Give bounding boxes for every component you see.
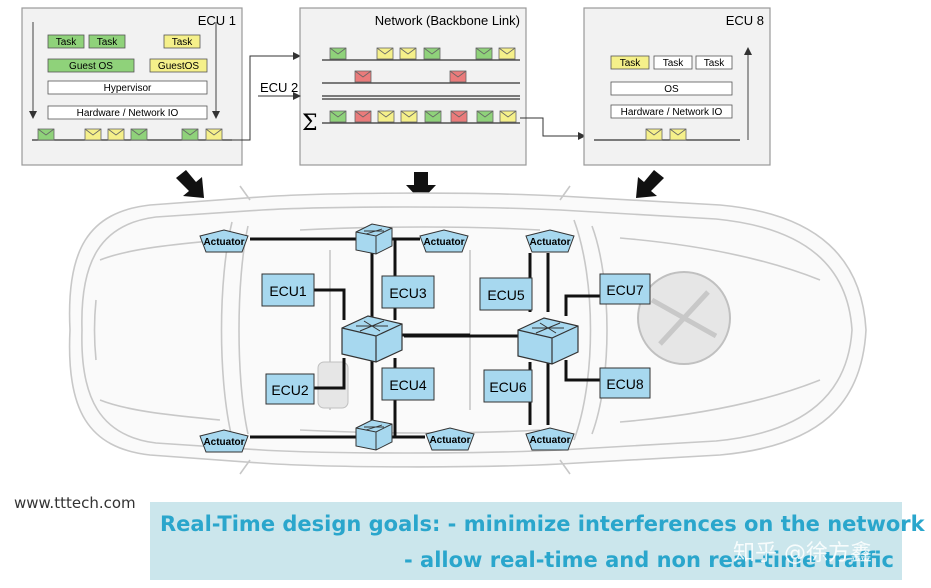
steering-wheel [637, 271, 731, 365]
switch-right-icon [517, 317, 579, 365]
ecu1-guest-os-2: GuestOS [158, 61, 199, 72]
down-arrow-icons [176, 170, 664, 201]
actuator-front-left: Actuator [203, 237, 244, 248]
actuator-front-right: Actuator [529, 237, 570, 248]
ecu8-hw-io: Hardware / Network IO [621, 107, 723, 118]
car-ecu7: ECU7 [606, 282, 644, 298]
arrow-down-left-icon [176, 170, 204, 198]
actuator-rear-left: Actuator [203, 437, 244, 448]
ecu8-title: ECU 8 [726, 13, 764, 28]
car-ecu5: ECU5 [487, 287, 525, 303]
car-ecu2: ECU2 [271, 382, 309, 398]
switch-top-icon [355, 223, 393, 255]
car-ecu8: ECU8 [606, 376, 644, 392]
ecu8-task-3: Task [704, 58, 726, 69]
ecu1-task-2: Task [97, 37, 119, 48]
car-ecu6: ECU6 [489, 379, 527, 395]
goals-banner: Real-Time design goals: - minimize inter… [150, 502, 925, 580]
ecu1-task-1: Task [56, 37, 78, 48]
ecu1-panel: ECU 1 Task Task Task Guest OS GuestOS Hy… [21, 7, 243, 166]
ecu1-title: ECU 1 [198, 13, 236, 28]
actuator-rear-center: Actuator [429, 435, 470, 446]
arrow-down-center-icon [406, 172, 436, 201]
network-panel: Network (Backbone Link) Σ [299, 7, 527, 166]
sum-icon: Σ [302, 111, 318, 136]
seat-left [317, 361, 349, 409]
ecu1-guest-os-1: Guest OS [69, 61, 113, 72]
actuator-front-center: Actuator [423, 237, 464, 248]
ecu8-task-2: Task [663, 58, 685, 69]
goal-line-2: - allow real-time and non real-time traf… [404, 548, 894, 572]
site-url: www.tttech.com [14, 494, 136, 512]
car-ecu4: ECU4 [389, 377, 427, 393]
switch-left-icon [341, 315, 403, 363]
ecu8-task-1: Task [620, 58, 642, 69]
network-title: Network (Backbone Link) [375, 13, 520, 28]
actuators: Actuator Actuator Actuator Actuator Actu… [199, 229, 575, 453]
car-outline [68, 185, 867, 475]
ecu-boxes: ECU1 ECU2 ECU3 ECU4 ECU5 ECU6 ECU7 ECU8 [261, 273, 651, 405]
switch-bottom-icon [355, 419, 393, 451]
watermark: 知乎 @徐方鑫 [733, 541, 872, 566]
ecu8-os: OS [664, 84, 679, 95]
ecu2-label: ECU 2 [260, 80, 298, 95]
ecu1-hypervisor: Hypervisor [104, 83, 152, 94]
arrow-down-right-icon [636, 170, 664, 198]
car-ecu1: ECU1 [269, 283, 307, 299]
ecu1-task-3: Task [172, 37, 194, 48]
diagram: ECU 1 Task Task Task Guest OS GuestOS Hy… [21, 7, 867, 475]
actuator-rear-right: Actuator [529, 435, 570, 446]
car-ecu3: ECU3 [389, 285, 427, 301]
ecu8-panel: ECU 8 Task Task Task OS Hardware / Netwo… [583, 7, 771, 166]
ecu1-hw-io: Hardware / Network IO [77, 108, 179, 119]
goal-line-1: Real-Time design goals: - minimize inter… [160, 512, 925, 536]
